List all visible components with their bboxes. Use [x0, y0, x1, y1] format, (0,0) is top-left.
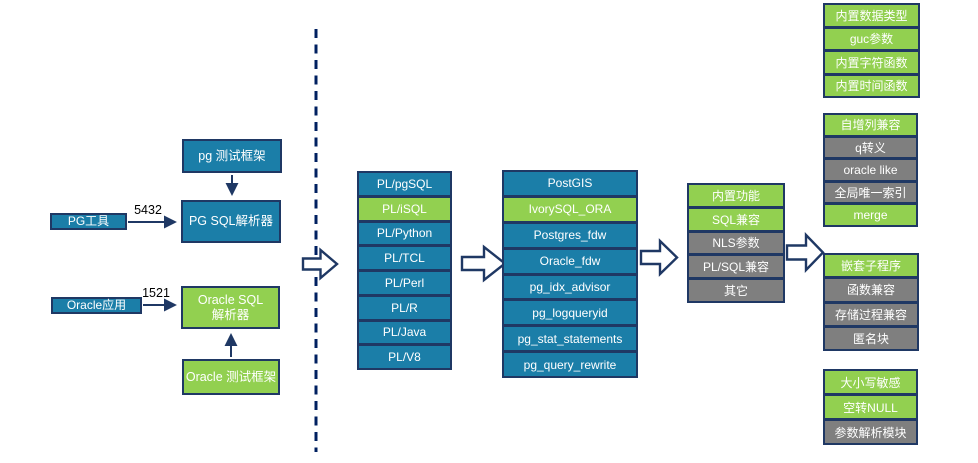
- diagram-box: 嵌套子程序: [825, 255, 917, 277]
- diagram-box: merge: [825, 205, 916, 225]
- diagram-box: PL/V8: [359, 346, 450, 368]
- diagram-box: Oracle_fdw: [504, 249, 636, 273]
- diagram-box: PL/Python: [359, 222, 450, 245]
- diagram-box: pg_idx_advisor: [504, 275, 636, 299]
- pg-sql-parser-box: PG SQL解析器: [181, 200, 281, 243]
- oracle-sql-parser-line1: Oracle SQL: [197, 293, 264, 308]
- diagram-box: 内置时间函数: [825, 75, 918, 96]
- diagram-box: 大小写敏感: [825, 371, 916, 393]
- diagram-box: 内置功能: [689, 185, 783, 206]
- block-arrow-to-pl-stack: [301, 247, 339, 281]
- diagram-box: Postgres_fdw: [504, 223, 636, 247]
- diagram-box: pg_logqueryid: [504, 301, 636, 325]
- diagram-box: 内置字符函数: [825, 52, 918, 73]
- plsql-compat-features-stack: 嵌套子程序函数兼容存储过程兼容匿名块: [823, 253, 919, 351]
- diagram-box: NLS参数: [689, 232, 783, 254]
- diagram-box: 空转NULL: [825, 396, 916, 418]
- diagram-box: 其它: [689, 280, 783, 301]
- block-arrow-to-feature-detail: [785, 232, 825, 273]
- diagram-box: pg_query_rewrite: [504, 353, 636, 376]
- diagram-box: IvorySQL_ORA: [504, 197, 636, 221]
- oracle-sql-parser-line2: 解析器: [211, 307, 250, 322]
- diagram-box: q转义: [825, 137, 916, 158]
- diagram-box: pg_stat_statements: [504, 327, 636, 351]
- misc-features-stack: 大小写敏感空转NULL 参数解析模块: [823, 369, 918, 445]
- diagram-box: PL/Perl: [359, 272, 450, 294]
- diagram-box: oracle like: [825, 160, 916, 180]
- diagram-box: 匿名块: [825, 327, 917, 349]
- oracle-test-framework-box: Oracle 测试框架: [182, 359, 280, 395]
- block-arrow-to-extensions-stack: [460, 244, 507, 283]
- diagram-box: PostGIS: [504, 172, 636, 195]
- diagram-box: PL/SQL兼容: [689, 256, 783, 278]
- pg-test-framework-box: pg 测试框架: [182, 139, 282, 173]
- pg-tool-box: PG工具: [50, 213, 127, 230]
- diagram-box: 自增列兼容: [825, 115, 916, 135]
- oracle-app-box: Oracle应用: [51, 297, 142, 314]
- diagram-box: guc参数: [825, 28, 918, 49]
- diagram-box: 参数解析模块: [825, 421, 916, 443]
- diagram-box: 函数兼容: [825, 279, 917, 301]
- diagram-box: PL/pgSQL: [359, 173, 450, 195]
- block-arrow-to-feature-stack: [639, 238, 679, 277]
- diagram-box: PL/R: [359, 296, 450, 319]
- diagram-box: 全局唯一索引: [825, 182, 916, 203]
- port-label-5432: 5432: [134, 203, 162, 217]
- diagram-box: PL/TCL: [359, 247, 450, 269]
- diagram-box: PL/Java: [359, 321, 450, 344]
- diagram-box: SQL兼容: [689, 208, 783, 230]
- port-label-1521: 1521: [142, 286, 170, 300]
- oracle-sql-parser-box: Oracle SQL 解析器: [181, 286, 280, 329]
- diagram-box: 内置数据类型: [825, 5, 918, 26]
- diagram-box: 存储过程兼容: [825, 303, 917, 325]
- diagram-box: PL/iSQL: [359, 197, 450, 220]
